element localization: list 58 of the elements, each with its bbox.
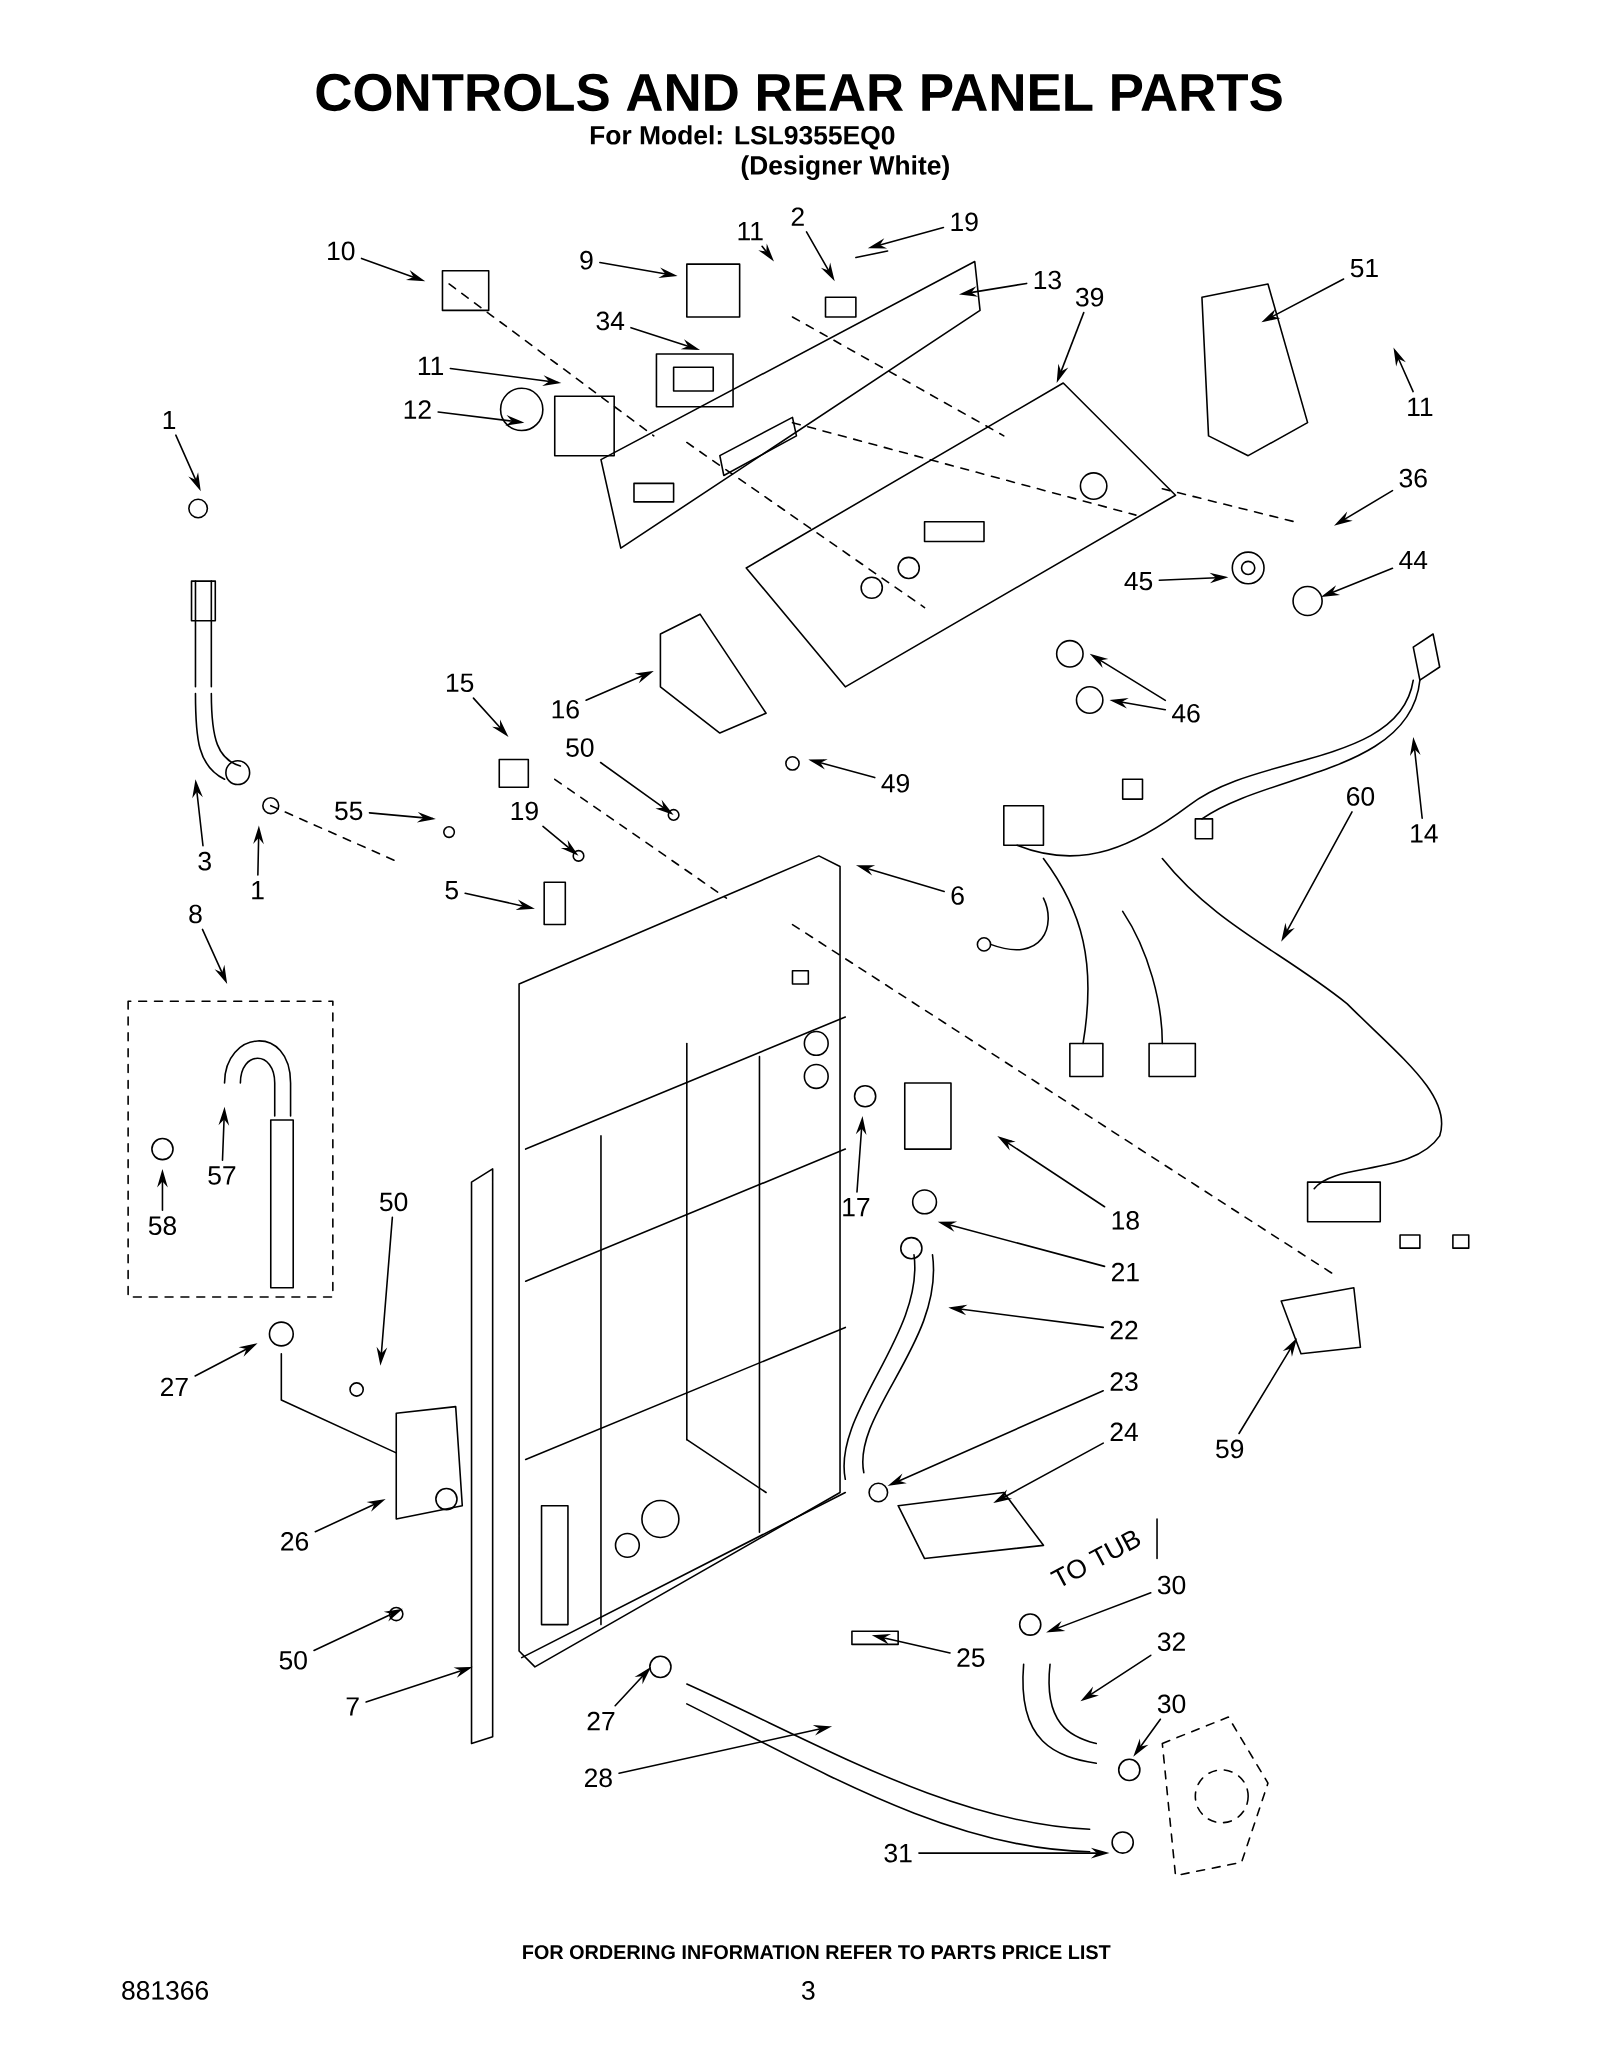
- vertical-label: TO TUB: [1049, 1530, 1140, 1586]
- callout-number: 57: [208, 1166, 236, 1185]
- callout-number: 49: [881, 773, 909, 793]
- callout-number: 7: [346, 1697, 359, 1716]
- callout-number: 24: [1110, 1422, 1138, 1441]
- callout-number: 21: [1111, 1262, 1139, 1282]
- callout-number: 28: [584, 1768, 612, 1788]
- callout-number: 18: [1112, 1211, 1139, 1230]
- callout-number: 46: [1171, 703, 1200, 723]
- callout-number: 19: [511, 801, 538, 821]
- callout-number: 11: [738, 222, 763, 241]
- callout-number: 31: [884, 1843, 912, 1863]
- callout-number: 44: [1398, 550, 1427, 570]
- note-text: (Designer White): [741, 155, 949, 181]
- callout-number: 60: [1346, 787, 1374, 806]
- callout-number: 15: [446, 673, 473, 693]
- callout-number: 10: [327, 241, 355, 261]
- callout-number: 19: [951, 212, 978, 232]
- callout-number: 23: [1110, 1372, 1138, 1391]
- callout-number: 36: [1399, 468, 1427, 488]
- callout-number: 3: [198, 851, 211, 871]
- callout-number: 22: [1110, 1320, 1138, 1340]
- callout-number: 26: [280, 1532, 308, 1551]
- callout-number: 12: [404, 400, 431, 419]
- callout-number: 45: [1124, 571, 1152, 591]
- callout-number: 32: [1157, 1632, 1185, 1652]
- callout-number: 17: [843, 1198, 870, 1217]
- callout-number: 50: [379, 1192, 408, 1212]
- callout-number: 13: [1034, 270, 1061, 290]
- callout-number: 6: [951, 886, 964, 905]
- note-text: FOR ORDERING INFORMATION REFER TO PARTS PRICE LIST: [522, 1945, 1111, 1960]
- callout-number: 51: [1350, 258, 1378, 278]
- callout-number: 55: [334, 801, 363, 821]
- callout-number: 1: [163, 410, 175, 430]
- callout-number: 14: [1410, 824, 1438, 843]
- note-text: 3: [801, 1981, 815, 2000]
- callout-number: 30: [1157, 1694, 1185, 1714]
- callout-number: 27: [160, 1377, 188, 1397]
- callout-number: 11: [1407, 397, 1433, 416]
- callout-number: 25: [957, 1648, 985, 1667]
- callout-number: 39: [1075, 287, 1103, 307]
- callout-number: 50: [566, 738, 594, 757]
- callout-number: 8: [189, 904, 202, 924]
- callout-number: 1: [252, 881, 264, 900]
- callout-number: 27: [587, 1711, 615, 1731]
- callout-number: 2: [791, 207, 804, 226]
- callout-number: 50: [279, 1650, 307, 1670]
- callout-number: 11: [418, 356, 443, 375]
- callout-number: 59: [1215, 1439, 1243, 1459]
- callout-number: 30: [1157, 1575, 1185, 1595]
- callout-number: 5: [445, 881, 458, 900]
- callout-number: 9: [580, 250, 593, 270]
- callout-number: 16: [552, 699, 579, 719]
- note-text: For Model: LSL9355EQ0: [590, 125, 895, 150]
- callout-number: 58: [148, 1216, 176, 1236]
- note-text: 881366: [121, 1981, 208, 2000]
- callout-number: 34: [596, 311, 624, 331]
- page-title: CONTROLS AND REAR PANEL PARTS: [316, 73, 1282, 112]
